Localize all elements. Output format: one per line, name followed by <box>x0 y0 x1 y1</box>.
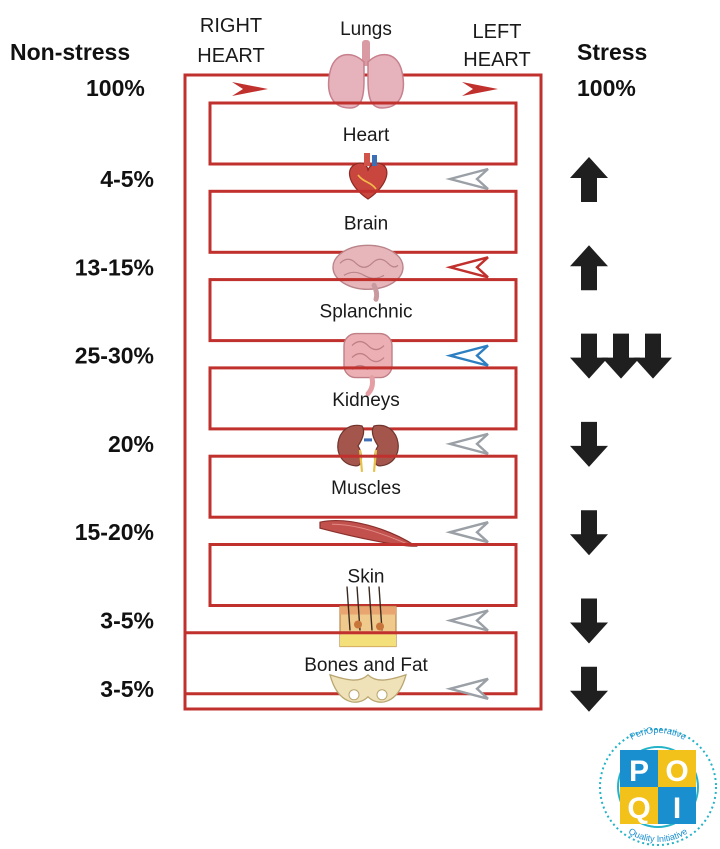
flow-chevron-heart <box>445 167 489 191</box>
logo-letter-q: Q <box>627 792 650 825</box>
organ-label-skin: Skin <box>348 567 385 588</box>
brain-icon <box>332 244 404 302</box>
organ-label-splanchnic: Splanchnic <box>320 302 413 323</box>
right-heart-label-line2: HEART <box>197 45 264 67</box>
pulmonary-flow-arrow-left <box>462 82 498 96</box>
stress-arrow-down-splanchnic-3 <box>634 333 672 379</box>
organ-label-brain: Brain <box>344 213 388 234</box>
stress-heading: Stress <box>577 39 647 65</box>
organ-label-muscles: Muscles <box>331 478 401 499</box>
right-heart-label-line1: RIGHT <box>200 15 262 37</box>
bones-and-fat-icon <box>329 673 407 703</box>
stress-arrow-up-brain <box>570 245 608 291</box>
organ-label-kidneys: Kidneys <box>332 390 400 411</box>
non-stress-percent-brain: 13-15% <box>75 254 154 280</box>
stress-arrow-down-bones-and-fat <box>570 666 608 712</box>
non-stress-percent-heart: 4-5% <box>100 166 154 192</box>
skin-icon <box>339 586 397 648</box>
non-stress-heading: Non-stress <box>10 39 130 65</box>
stress-arrow-down-splanchnic-2 <box>602 333 640 379</box>
stress-arrow-up-heart <box>570 157 608 202</box>
non-stress-percent-kidneys: 20% <box>108 431 154 457</box>
flow-chevron-skin <box>445 609 489 632</box>
vessel-loop-muscles <box>208 454 518 519</box>
non-stress-percent-bones-and-fat: 3-5% <box>100 676 154 702</box>
flow-chevron-brain <box>445 256 489 279</box>
organ-rows: Heart 4-5% Brain 13-15% Splanchnic 25-30% Kidn… <box>75 101 672 712</box>
left-heart-label-line1: LEFT <box>473 21 522 43</box>
flow-chevron-muscles <box>445 521 489 544</box>
organ-label-heart: Heart <box>343 125 390 146</box>
muscles-icon <box>319 520 419 547</box>
kidneys-icon <box>337 424 399 472</box>
vessel-loop-skin <box>208 543 518 607</box>
left-heart-label-line2: HEART <box>463 49 530 71</box>
logo-letter-p: P <box>629 755 649 788</box>
splanchnic-icon <box>343 332 393 397</box>
poqi-logo: P O Q I PeriOperative Quality Initiative <box>599 725 717 846</box>
flow-chevron-bones-and-fat <box>445 677 489 700</box>
lungs-icon <box>327 40 405 109</box>
stress-arrow-down-skin <box>570 598 608 644</box>
non-stress-total: 100% <box>86 75 145 101</box>
non-stress-percent-muscles: 15-20% <box>75 519 154 545</box>
non-stress-percent-splanchnic: 25-30% <box>75 343 154 369</box>
flow-chevron-splanchnic <box>445 344 489 367</box>
lungs-label: Lungs <box>340 19 392 40</box>
stress-arrow-down-splanchnic-1 <box>570 333 608 379</box>
organ-label-bones-and-fat: Bones and Fat <box>304 655 428 676</box>
non-stress-percent-skin: 3-5% <box>100 608 154 634</box>
stress-arrow-down-kidneys <box>570 421 608 467</box>
logo-letter-i: I <box>673 792 681 825</box>
logo-letter-o: O <box>665 755 688 788</box>
pulmonary-flow-arrow-right <box>232 82 268 96</box>
stress-arrow-down-muscles <box>570 510 608 556</box>
flow-chevron-kidneys <box>445 432 489 456</box>
stress-total: 100% <box>577 75 636 101</box>
